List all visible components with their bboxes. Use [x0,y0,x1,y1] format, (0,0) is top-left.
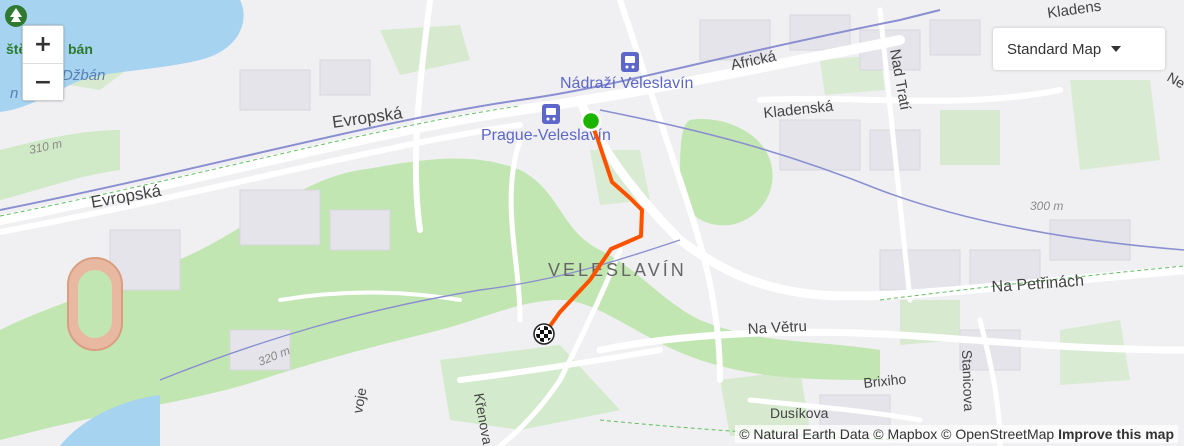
label-na-vetru: Na Větru [747,318,807,338]
finish-marker[interactable] [533,323,555,345]
label-vojo: voje [349,386,369,414]
label-prague-veleslavin: Prague-Veleslavín [481,127,611,144]
label-veleslavin: VELESLAVÍN [548,260,687,280]
running-track [67,257,123,351]
label-elevation-300: 300 m [1030,199,1063,213]
zoom-controls: + − [22,25,64,101]
openstreetmap-link[interactable]: © OpenStreetMap [941,426,1055,442]
caret-down-icon [1111,46,1122,52]
label-dzban: Džbán [62,67,105,84]
railway [0,9,1184,381]
zoom-out-button[interactable]: − [23,63,63,100]
start-marker[interactable] [580,110,602,132]
label-dzban-fragment: bán [68,41,93,57]
natural-earth-link[interactable]: © Natural Earth Data [739,426,870,442]
train-icon [542,104,560,124]
mapbox-link[interactable]: © Mapbox [873,426,938,442]
label-nadrazi-veleslavin: Nádraží Veleslavín [560,75,693,92]
label-stanicova: Stanicova [959,350,977,412]
label-elevation-310: 310 m [28,136,64,157]
label-na-petrinach: Na Petřinách [991,273,1084,296]
activity-route [543,120,644,335]
label-brixiho: Brixiho [863,371,907,391]
tree-icon [5,5,27,27]
map-style-label: Standard Map [1007,40,1102,58]
improve-map-link[interactable]: Improve this map [1058,426,1174,442]
zoom-in-button[interactable]: + [23,26,63,63]
label-dusikova: Dusíkova [770,405,829,421]
map-attribution: © Natural Earth Data © Mapbox © OpenStre… [735,425,1178,443]
park-areas [0,10,1160,440]
label-n-fragment: n [10,85,18,102]
map-style-dropdown[interactable]: Standard Map [993,28,1165,70]
train-icon [621,52,639,72]
